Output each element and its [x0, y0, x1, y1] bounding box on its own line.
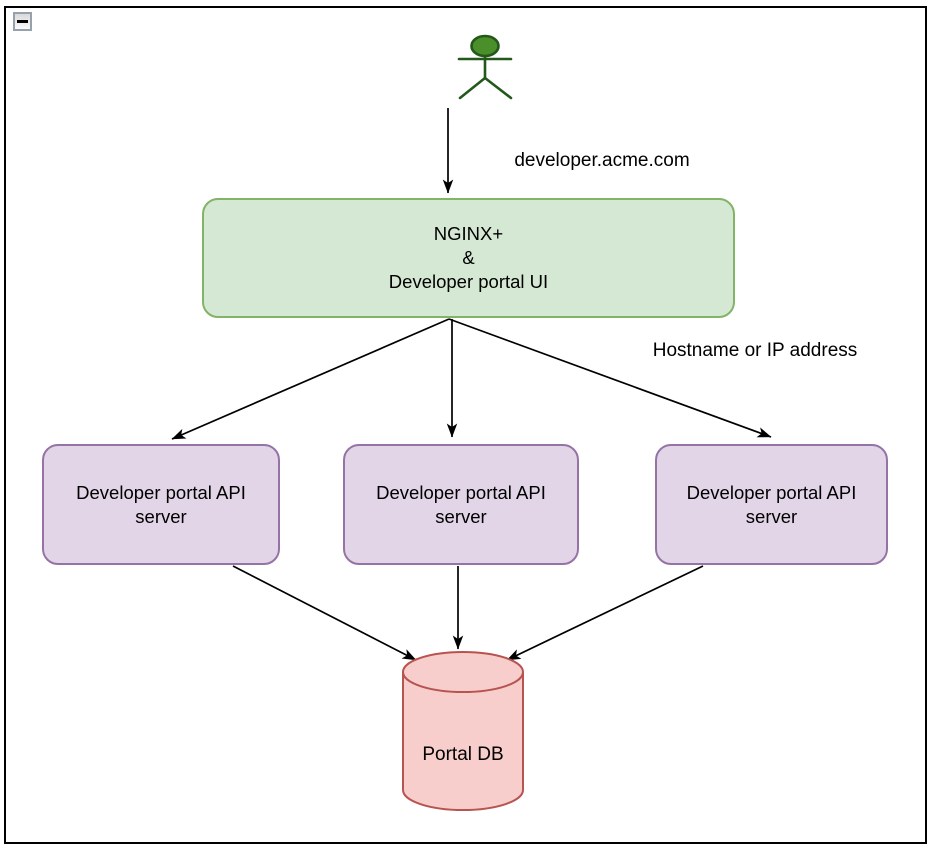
node-api-server-3: Developer portal API server: [655, 444, 888, 565]
node-api-server-label: Developer portal API server: [686, 481, 857, 527]
node-nginx-line-3: Developer portal UI: [388, 270, 549, 292]
portal-db-cylinder: [402, 651, 524, 811]
collapse-button[interactable]: [13, 12, 32, 31]
user-actor-icon: [457, 34, 513, 100]
node-api-server-label: Developer portal API server: [376, 481, 546, 527]
edge-label-hostname: Hostname or IP address: [652, 340, 858, 361]
node-nginx-portal-ui: NGINX+ & Developer portal UI: [202, 198, 735, 318]
edge-nginx-to-api-3: [448, 318, 772, 438]
node-api-server-2: Developer portal API server: [343, 444, 579, 565]
minus-icon: [17, 20, 28, 23]
node-nginx-line-1: NGINX+: [433, 223, 504, 245]
edge-nginx-to-api-1: [171, 318, 450, 440]
edge-label-domain: developer.acme.com: [514, 150, 690, 171]
edge-api3-to-db: [506, 565, 704, 661]
node-nginx-line-2: &: [462, 247, 475, 269]
edge-api1-to-db: [232, 565, 417, 661]
node-api-server-label: Developer portal API server: [76, 481, 246, 527]
portal-db-label: Portal DB: [422, 744, 504, 765]
node-api-server-1: Developer portal API server: [42, 444, 280, 565]
